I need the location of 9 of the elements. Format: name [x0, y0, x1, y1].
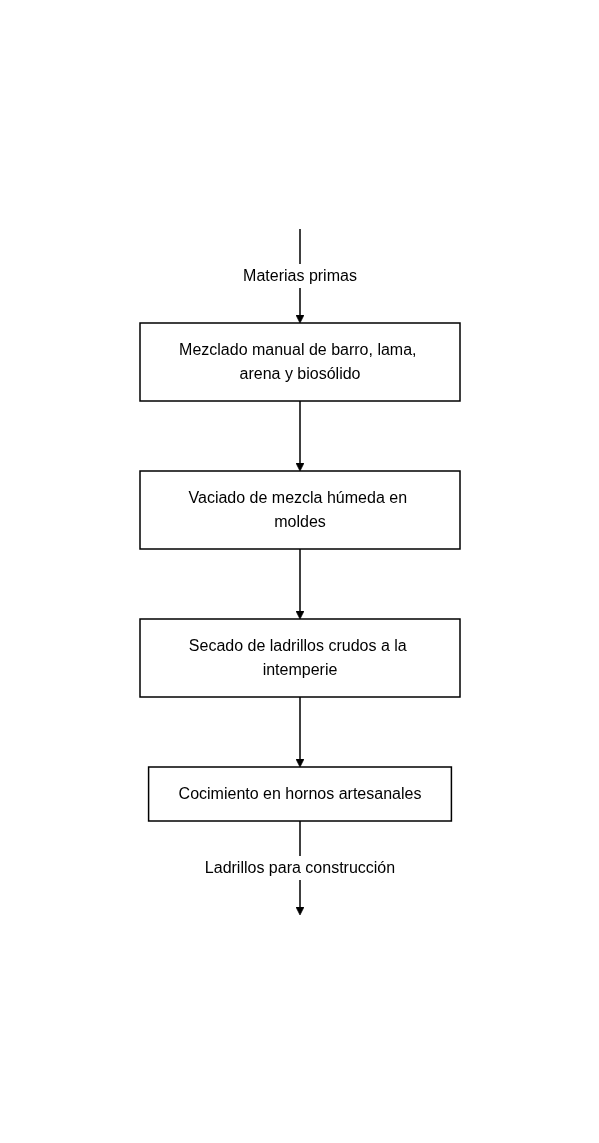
arrow — [295, 695, 304, 767]
node-box: Mezclado manual de barro, lama, arena y biosólido — [138, 321, 461, 402]
node-box: Secado de ladrillos crudos a la intemperie — [138, 617, 461, 698]
arrow — [295, 547, 304, 619]
edge-label: Materias primas — [242, 266, 357, 284]
node-box: Cocimiento en hornos artesanales — [147, 765, 452, 822]
edge-label: Ladrillos para construcción — [204, 858, 395, 876]
arrow — [295, 399, 304, 471]
node-box: Vaciado de mezcla húmeda en moldes — [138, 469, 461, 550]
